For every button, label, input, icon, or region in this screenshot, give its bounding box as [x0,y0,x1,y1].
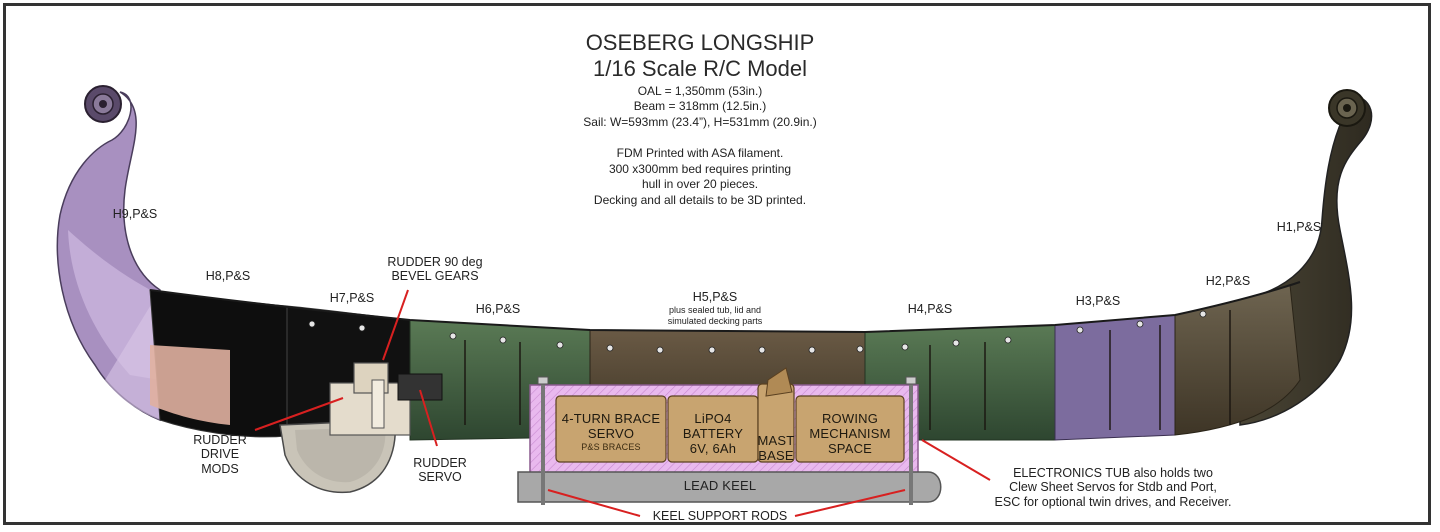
section-label-h3: H3,P&S [1075,294,1121,308]
spec-beam: Beam = 318mm (12.5in.) [633,99,767,113]
tub-label-battery: LiPO4 BATTERY 6V, 6Ah [682,411,744,456]
section-label-h9: H9,P&S [112,207,158,221]
diagram-frame [3,3,1431,525]
keel-support-rods [541,380,913,505]
mast-step [765,367,793,397]
section-label-h6: H6,P&S [475,302,521,316]
stern-post [56,91,161,422]
tub-cell-brace [555,395,667,463]
printing-line-2: 300 x300mm bed requires printing [608,162,792,176]
callout-rudder-gears: RUDDER 90 deg BEVEL GEARS [387,255,483,284]
gunwale-line [149,281,1301,334]
tub-cell-rowing [795,395,905,463]
lead-keel-label: LEAD KEEL [683,478,757,493]
hull-section-h3 [1054,314,1176,441]
title-line-2: 1/16 Scale R/C Model [593,56,807,81]
rod-cap-left [537,376,549,385]
lead-keel [517,471,942,503]
rudder-assembly [279,362,411,494]
spec-oal: OAL = 1,350mm (53in.) [637,84,763,98]
stern-scroll-icon [84,85,122,123]
callout-rudder-servo: RUDDER SERVO [413,456,467,485]
section-label-h1: H1,P&S [1276,220,1322,234]
printing-line-1: FDM Printed with ASA filament. [616,146,784,160]
oar-holes [308,310,1207,354]
section-label-h7: H7,P&S [329,291,375,305]
section-label-h8: H8,P&S [205,269,251,283]
title-line-1: OSEBERG LONGSHIP [585,30,815,55]
hull-frames [464,310,1231,430]
callout-rudder-drive: RUDDER DRIVE MODS [193,433,247,476]
rudder-servo [397,373,443,401]
section-h5-note-1: plus sealed tub, lid and [668,305,762,315]
tub-label-rowing: ROWING MECHANISM SPACE [809,411,891,456]
spec-sail: Sail: W=593mm (23.4”), H=531mm (20.9in.) [583,115,817,129]
rod-cap-right [905,376,917,385]
callout-electronics: ELECTRONICS TUB also holds two Clew Shee… [994,466,1232,509]
callout-keel-rods: KEEL SUPPORT RODS [652,509,788,523]
section-label-h4: H4,P&S [907,302,953,316]
section-label-h5: H5,P&S [692,290,738,304]
hull-section-h8-aft-patch [150,345,230,425]
tub-label-brace: 4-TURN BRACE SERVO P&S BRACES [561,411,661,452]
section-h5-note-2: simulated decking parts [667,316,763,326]
callout-lines [254,289,991,517]
printing-line-3: hull in over 20 pieces. [641,177,759,191]
bow-scroll-icon [1328,89,1366,127]
printing-line-4: Decking and all details to be 3D printed… [593,193,807,207]
section-label-h2: H2,P&S [1205,274,1251,288]
tub-label-mast: MAST BASE [757,433,795,463]
